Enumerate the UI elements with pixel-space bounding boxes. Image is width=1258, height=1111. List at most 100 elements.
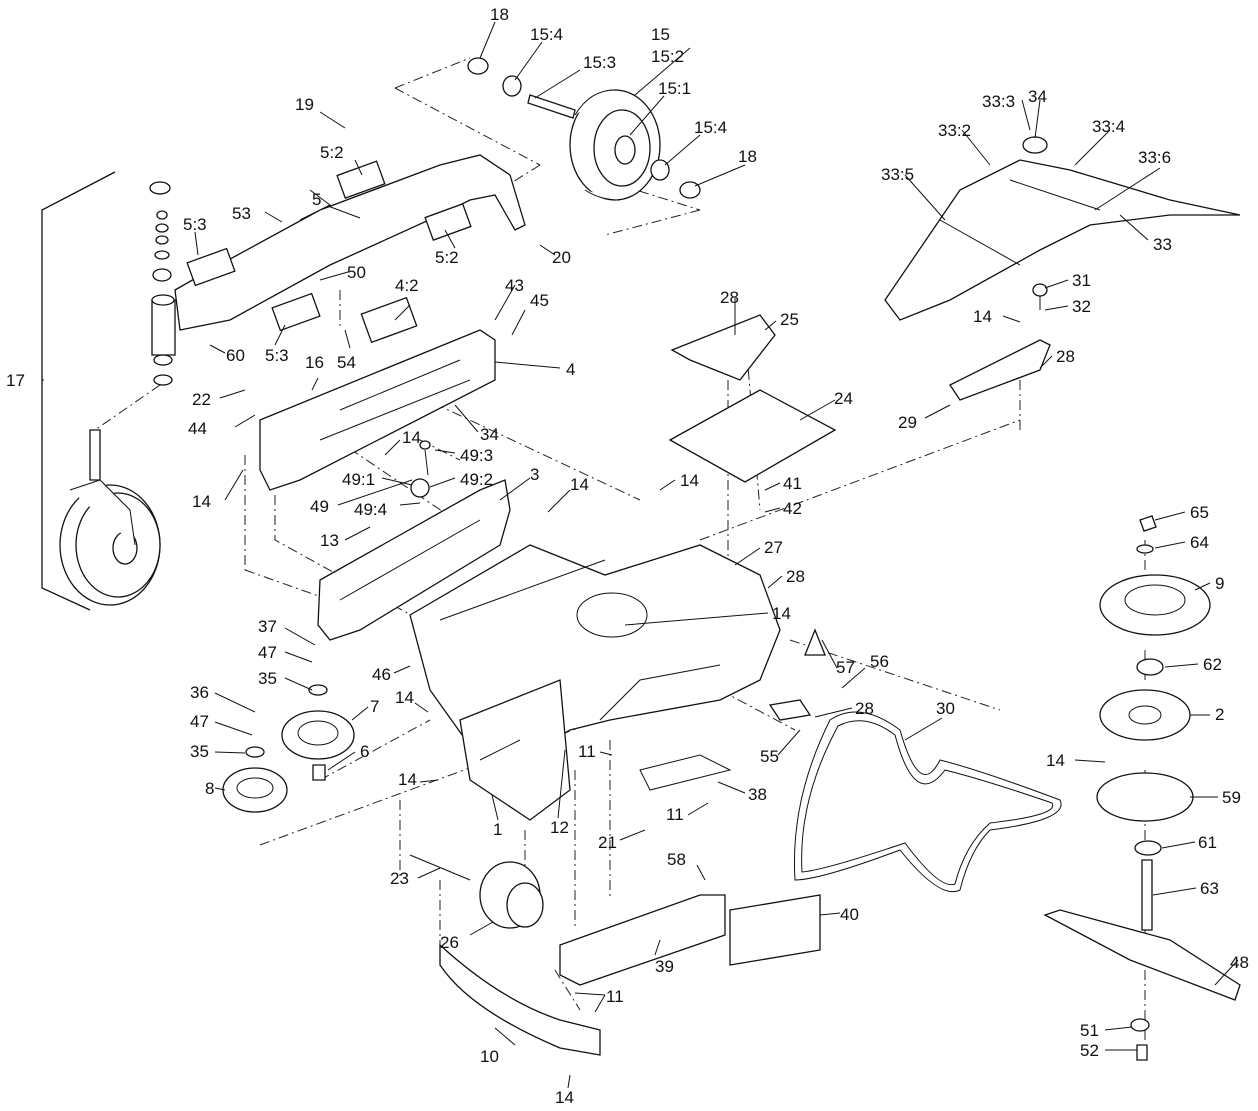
callout-64: 64 xyxy=(1190,533,1209,552)
callout-55: 55 xyxy=(760,747,779,766)
callout-14: 14 xyxy=(680,471,699,490)
callout-51: 51 xyxy=(1080,1021,1099,1040)
drive-belt xyxy=(793,711,1062,893)
deck-bracket-29 xyxy=(949,283,1051,401)
callout-8: 8 xyxy=(205,779,214,798)
rear-bumper xyxy=(317,479,511,641)
callout-4-2: 4:2 xyxy=(395,276,419,295)
callout-14: 14 xyxy=(555,1088,574,1107)
callout-28: 28 xyxy=(1056,347,1075,366)
callout-13: 13 xyxy=(320,531,339,550)
callout-33-6: 33:6 xyxy=(1138,148,1171,167)
main-deck xyxy=(409,544,781,821)
callout-47: 47 xyxy=(190,712,209,731)
callout-14: 14 xyxy=(398,770,417,789)
callout-23: 23 xyxy=(390,869,409,888)
callout-11: 11 xyxy=(606,987,624,1006)
callout-33-3: 33:3 xyxy=(982,92,1015,111)
belt-guard xyxy=(639,628,826,791)
callout-10: 10 xyxy=(480,1047,499,1066)
callout-35: 35 xyxy=(258,669,277,688)
callout-49-4: 49:4 xyxy=(354,500,387,519)
callout-56: 56 xyxy=(870,652,889,671)
callout-11: 11 xyxy=(666,805,684,824)
callout-28: 28 xyxy=(855,699,874,718)
callout-12: 12 xyxy=(550,818,569,837)
callout-49-3: 49:3 xyxy=(460,446,493,465)
callout-11: 11 xyxy=(578,742,596,761)
callout-59: 59 xyxy=(1222,788,1241,807)
callout-49-2: 49:2 xyxy=(460,470,493,489)
callout-63: 63 xyxy=(1200,879,1219,898)
deck-cover xyxy=(884,136,1241,321)
callout-21: 21 xyxy=(598,833,617,852)
callout-39: 39 xyxy=(655,957,674,976)
callout-49: 49 xyxy=(310,497,329,516)
callout-61: 61 xyxy=(1198,833,1217,852)
callout-15-4: 15:4 xyxy=(530,25,563,44)
callout-1: 1 xyxy=(493,820,502,839)
callout-2: 2 xyxy=(1215,705,1224,724)
callout-14: 14 xyxy=(402,428,421,447)
rear-roller xyxy=(409,854,544,929)
callout-7: 7 xyxy=(370,697,379,716)
callout-62: 62 xyxy=(1203,655,1222,674)
front-roller-wheel xyxy=(569,89,661,201)
callout-28: 28 xyxy=(786,567,805,586)
callout-6: 6 xyxy=(360,742,369,761)
callout-24: 24 xyxy=(834,389,853,408)
callout-41: 41 xyxy=(783,474,802,493)
callout-31: 31 xyxy=(1072,271,1091,290)
callout-40: 40 xyxy=(840,905,859,924)
adjust-link-49 xyxy=(410,440,431,498)
callout-53: 53 xyxy=(232,204,251,223)
callout-46: 46 xyxy=(372,665,391,684)
callout-5-2: 5:2 xyxy=(320,143,344,162)
callout-45: 45 xyxy=(530,291,549,310)
callout-18: 18 xyxy=(490,5,509,24)
callout-44: 44 xyxy=(188,419,207,438)
callout-36: 36 xyxy=(190,683,209,702)
callout-14: 14 xyxy=(570,475,589,494)
callout-5-3: 5:3 xyxy=(183,215,207,234)
caster-wheel xyxy=(59,429,161,606)
wheel-axle-shaft xyxy=(527,94,576,119)
spindle-assembly xyxy=(1043,515,1241,1061)
callout-22: 22 xyxy=(192,390,211,409)
callout-15: 15 xyxy=(651,25,670,44)
callout-43: 43 xyxy=(505,276,524,295)
callout-54: 54 xyxy=(337,353,356,372)
discharge-chute xyxy=(439,894,821,1056)
callout-52: 52 xyxy=(1080,1041,1099,1060)
callout-37: 37 xyxy=(258,617,277,636)
caster-bracket-17 xyxy=(41,171,116,611)
callout-18: 18 xyxy=(738,147,757,166)
callout-32: 32 xyxy=(1072,297,1091,316)
leader-lines xyxy=(42,21,1239,1089)
callout-47: 47 xyxy=(258,643,277,662)
callout-5-3: 5:3 xyxy=(265,346,289,365)
callout-20: 20 xyxy=(552,248,571,267)
callout-65: 65 xyxy=(1190,503,1209,522)
access-plates xyxy=(668,314,837,483)
callout-50: 50 xyxy=(347,263,366,282)
callout-9: 9 xyxy=(1215,574,1224,593)
callout-33: 33 xyxy=(1153,235,1172,254)
callout-29: 29 xyxy=(898,413,917,432)
callout-34: 34 xyxy=(480,425,499,444)
callout-38: 38 xyxy=(748,785,767,804)
callout-14: 14 xyxy=(192,492,211,511)
callout-labels: 18 15:4 15 15:2 15:3 15:1 15:4 18 19 5:2… xyxy=(6,5,1249,1107)
side-plate xyxy=(259,296,496,491)
callout-28: 28 xyxy=(720,288,739,307)
callout-25: 25 xyxy=(780,310,799,329)
callout-15-1: 15:1 xyxy=(658,79,691,98)
callout-3: 3 xyxy=(530,465,539,484)
callout-14: 14 xyxy=(395,688,414,707)
callout-60: 60 xyxy=(226,346,245,365)
callout-16: 16 xyxy=(305,353,324,372)
callout-15-4: 15:4 xyxy=(694,118,727,137)
callout-15-2: 15:2 xyxy=(651,47,684,66)
callout-14: 14 xyxy=(772,604,791,623)
